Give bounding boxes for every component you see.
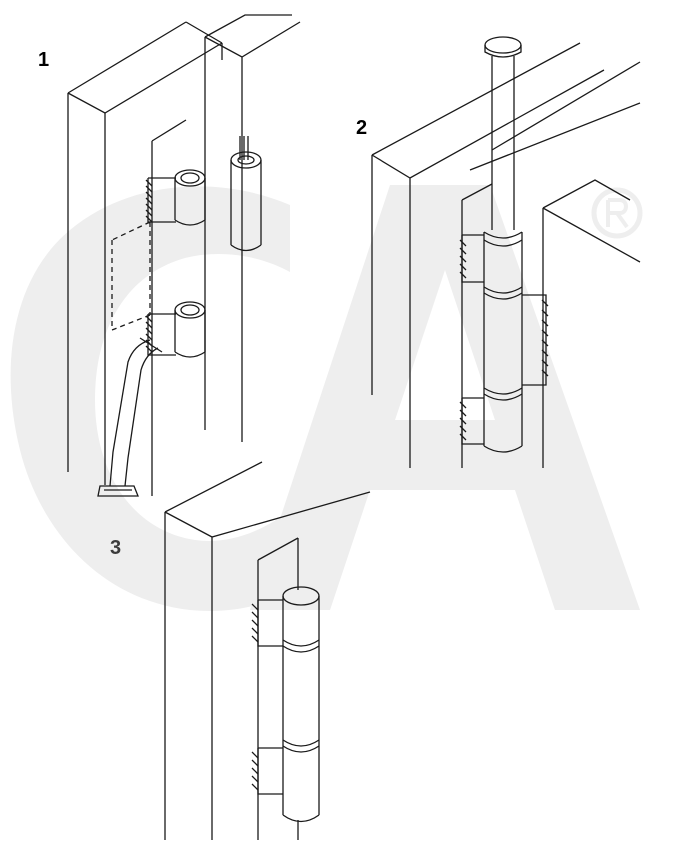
registered-trademark-icon — [591, 187, 643, 239]
step-2-hinge-pin — [484, 36, 522, 230]
step-1-alignment-lines — [111, 221, 151, 331]
step-2-door-leaf — [542, 179, 641, 468]
step-1-illustration — [67, 14, 301, 497]
watermark-letter-a — [250, 185, 640, 610]
step-2-illustration — [371, 36, 641, 468]
step-1-door-leaf — [204, 14, 301, 442]
step-3-hinge-assembled — [251, 586, 320, 823]
step-3-frame-top — [164, 461, 371, 840]
step-3-illustration — [164, 461, 371, 840]
step-1-welding-torch — [97, 337, 163, 497]
step-1-door-hinge — [230, 136, 262, 252]
step-3-label: 3 — [110, 537, 122, 559]
step-1-frame-top — [67, 21, 223, 114]
step-1-frame-hinge-lower — [145, 301, 206, 358]
watermark-logo — [10, 185, 643, 611]
step-2-hinge-body — [459, 231, 549, 453]
watermark-letter-c — [10, 186, 301, 611]
step-2-label: 2 — [356, 117, 368, 139]
step-2-frame-top — [371, 42, 605, 468]
step-1-label: 1 — [38, 49, 50, 71]
step-1-frame-hinge-upper — [145, 169, 206, 226]
